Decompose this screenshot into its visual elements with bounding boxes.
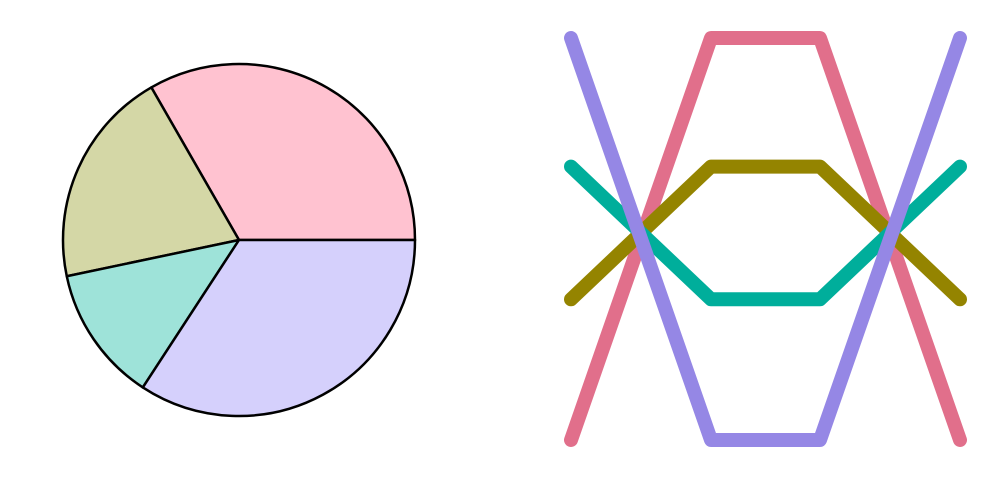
line-series-4 bbox=[564, 31, 967, 447]
pie-slice-1 bbox=[150, 62, 417, 242]
pie-chart bbox=[61, 62, 417, 418]
pie-slice-2 bbox=[61, 86, 241, 278]
pie-slice-4 bbox=[141, 238, 417, 418]
pie-slice-3 bbox=[65, 238, 241, 389]
line-chart bbox=[564, 31, 967, 447]
